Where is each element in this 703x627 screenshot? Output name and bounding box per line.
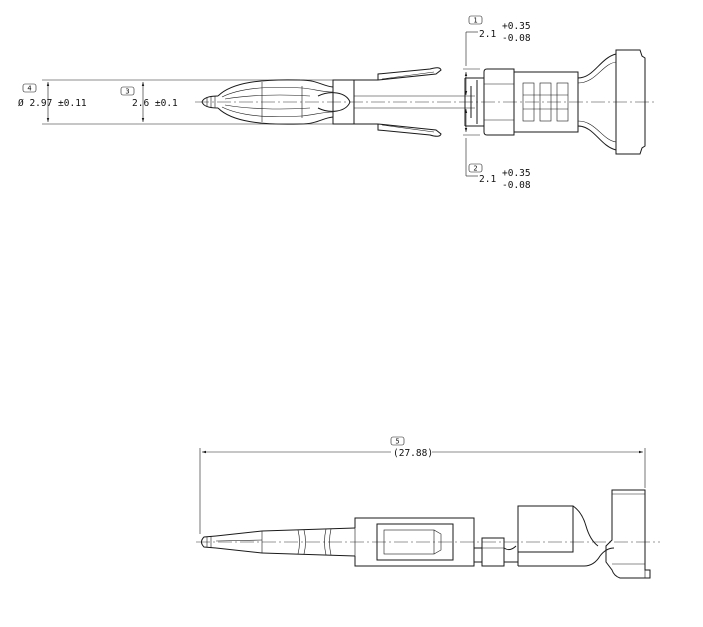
dim-tag-1-label: 1	[473, 17, 477, 25]
side-crimp-barrel	[517, 505, 615, 567]
dim-tag-4-label: 4	[27, 85, 31, 93]
dim-tag-5	[390, 436, 405, 446]
dim-tag-3	[120, 86, 135, 96]
dim-diameter: 4 Ø 2.97 ±0.11	[18, 79, 333, 125]
side-view: 5 (27.88)	[196, 436, 660, 579]
dim-overall-length: 5 (27.88)	[199, 436, 646, 534]
dim-top-offset: 1 2.1 +0.35 -0.08	[463, 15, 531, 95]
dim-top-offset-tol-minus: -0.08	[502, 33, 531, 44]
top-view: 4 Ø 2.97 ±0.11 3 2.6 ±0.1 1 2.1 +0.35 -0…	[18, 15, 655, 191]
pin-body	[332, 79, 475, 125]
crimp-barrel	[483, 68, 579, 136]
dim-tag-3-label: 3	[125, 88, 129, 96]
dim-overall-length-label: (27.88)	[393, 448, 433, 459]
side-window-inner	[383, 529, 435, 555]
side-contact	[215, 527, 356, 557]
dim-height: 3 2.6 ±0.1	[120, 82, 178, 122]
dim-tag-5-label: 5	[395, 438, 399, 446]
dim-bottom-offset-value: 2.1	[479, 174, 496, 185]
locking-lance-lower	[377, 123, 442, 137]
dim-bottom-offset-tol-minus: -0.08	[502, 180, 531, 191]
dim-bottom-offset-tol-plus: +0.35	[502, 168, 531, 179]
side-neck	[474, 537, 518, 567]
dim-diameter-label: Ø 2.97 ±0.11	[18, 98, 87, 109]
side-body	[354, 517, 475, 567]
insulation-wings	[577, 49, 646, 155]
dim-height-label: 2.6 ±0.1	[132, 98, 178, 109]
dim-tag-2-label: 2	[473, 165, 477, 173]
dim-top-offset-tol-plus: +0.35	[502, 21, 531, 32]
pin-tip	[201, 95, 219, 109]
side-window-outer	[376, 523, 454, 561]
side-insulation-crimp	[605, 489, 651, 579]
locking-lance-upper	[377, 67, 442, 81]
dim-top-offset-value: 2.1	[479, 29, 496, 40]
dim-tag-2	[468, 163, 483, 173]
side-pin-tip	[201, 535, 217, 549]
dim-bottom-offset: 2 2.1 +0.35 -0.08	[463, 109, 531, 191]
dim-tag-4	[22, 83, 37, 93]
dim-tag-1	[468, 15, 483, 25]
